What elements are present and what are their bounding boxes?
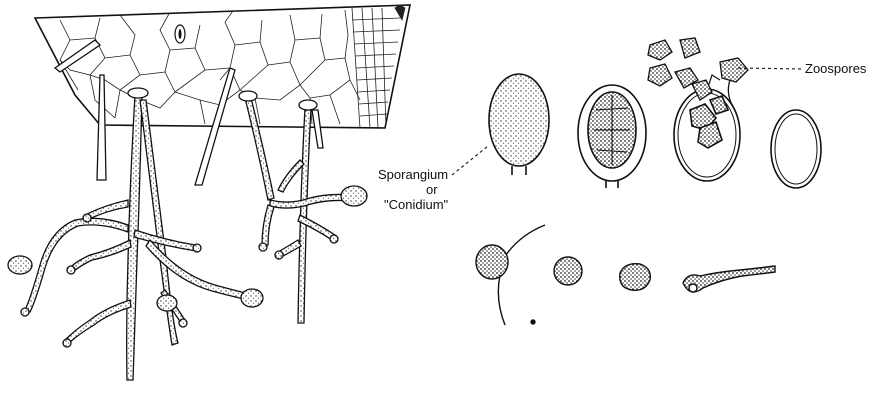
sporangium-stage-1: [489, 74, 549, 175]
label-sporangium: Sporangium: [378, 168, 448, 182]
label-conidium: "Conidium": [384, 198, 448, 212]
label-zoospores: Zoospores: [805, 62, 866, 76]
label-or: or: [426, 183, 438, 197]
zoospore-stages: [476, 225, 775, 325]
empty-sporangium: [771, 110, 821, 188]
sporangium-stage-2: [578, 85, 646, 188]
attached-sporangia: [8, 186, 367, 347]
